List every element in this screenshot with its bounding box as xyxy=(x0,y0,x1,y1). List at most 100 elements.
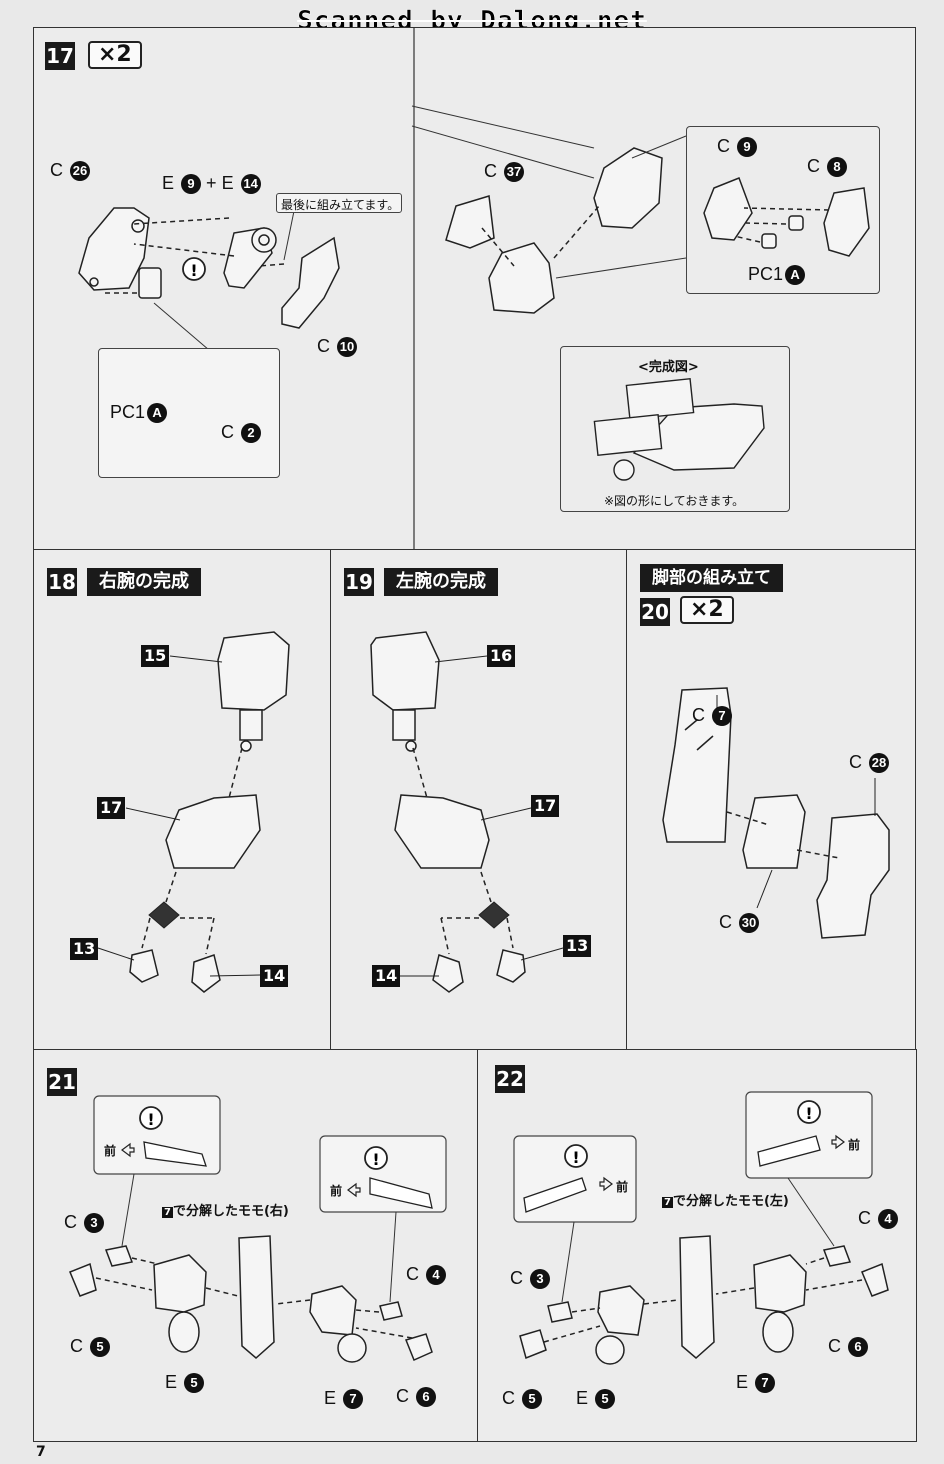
part-pc1-b xyxy=(761,215,804,249)
part-c5 xyxy=(69,1262,97,1297)
step-18-drawing xyxy=(97,631,290,993)
label-e5: E 5 xyxy=(576,1388,616,1410)
label-c5: C 5 xyxy=(502,1388,543,1410)
label-c4: C 4 xyxy=(858,1208,899,1230)
label-c7: C 7 xyxy=(692,705,733,727)
step-19-number: 19 xyxy=(344,568,374,596)
caution-icon: ! xyxy=(364,1146,388,1170)
part-e9-e14 xyxy=(223,227,277,289)
part-arm-assembly xyxy=(488,147,663,314)
label-13: 13 xyxy=(70,938,99,960)
svg-text:!: ! xyxy=(190,261,197,280)
part-c7 xyxy=(662,687,732,843)
label-e7: E 7 xyxy=(736,1372,776,1394)
step-20-multiplier: ×2 xyxy=(680,596,734,624)
step-17-panel: ! xyxy=(33,27,916,551)
complete-figure-title: <完成図> xyxy=(638,360,699,375)
part-17-forearm xyxy=(165,794,261,869)
hand-14 xyxy=(191,954,221,993)
part-c6 xyxy=(861,1262,889,1297)
label-c9: C 9 xyxy=(717,136,758,158)
part-c3 xyxy=(104,1245,134,1267)
arrow-right-icon xyxy=(831,1134,845,1150)
part-c26 xyxy=(78,207,150,291)
label-e7: E 7 xyxy=(324,1388,364,1410)
step-18-number: 18 xyxy=(47,568,77,596)
joint-diamond xyxy=(148,901,180,929)
part-c4 xyxy=(379,1301,403,1321)
label-e5: E 5 xyxy=(165,1372,205,1394)
part-15-upper-arm xyxy=(217,631,290,752)
label-c3: C 3 xyxy=(64,1212,105,1234)
front-label-2: 前 xyxy=(330,1184,343,1198)
step-18-panel: 18 右腕の完成 15 17 13 14 xyxy=(33,549,331,1050)
note-last-text: 最後に組み立てます。 xyxy=(281,198,400,212)
label-c6: C 6 xyxy=(828,1336,869,1358)
label-c30: C 30 xyxy=(719,912,760,934)
label-14: 14 xyxy=(372,965,401,987)
complete-figure-note: ※図の形にしておきます。 xyxy=(604,494,745,508)
step-20-drawing xyxy=(662,687,890,939)
label-c3: C 3 xyxy=(510,1268,551,1290)
step-20-number: 20 xyxy=(640,598,670,626)
step-17-number: 17 xyxy=(45,42,75,70)
step-21-panel: ! ! xyxy=(33,1049,478,1442)
arrow-left-icon xyxy=(347,1182,361,1198)
hand-14 xyxy=(432,954,464,993)
step-19-drawing xyxy=(370,631,564,993)
step-22-panel: ! ! xyxy=(477,1049,917,1442)
page-number: 7 xyxy=(36,1444,46,1460)
part-thigh-right xyxy=(238,1235,275,1359)
part-17-forearm xyxy=(394,794,490,869)
leg-section-title: 脚部の組み立て xyxy=(640,564,783,592)
label-13: 13 xyxy=(563,935,592,957)
front-label-1: 前 xyxy=(616,1180,629,1194)
label-17: 17 xyxy=(97,797,126,819)
step-19-title: 左腕の完成 xyxy=(384,568,498,596)
c9-c8-detail-box xyxy=(686,126,880,294)
part-16-upper-arm xyxy=(370,631,440,752)
part-c8 xyxy=(823,187,870,257)
part-c10 xyxy=(281,236,340,329)
label-17: 17 xyxy=(531,795,560,817)
complete-figure xyxy=(593,377,765,481)
label-c5: C 5 xyxy=(70,1336,111,1358)
front-label-2: 前 xyxy=(848,1138,861,1152)
note-last-callout: 最後に組み立てます。 xyxy=(276,193,402,213)
label-c37: C 37 xyxy=(484,161,525,183)
caution-icon: ! xyxy=(182,257,206,281)
svg-text:!: ! xyxy=(372,1150,379,1169)
arrow-right-icon xyxy=(599,1176,613,1192)
step-20-panel: 脚部の組み立て 20 ×2 C 7 C 28 C 30 xyxy=(626,549,916,1050)
part-c3 xyxy=(547,1301,573,1323)
hand-13 xyxy=(129,949,159,983)
part-c6 xyxy=(404,1333,433,1362)
part-c9 xyxy=(703,177,753,241)
part-e5-block xyxy=(597,1285,645,1336)
part-hip-block xyxy=(153,1254,207,1313)
caution-icon: ! xyxy=(564,1144,588,1168)
arrow-left-icon xyxy=(121,1142,135,1158)
part-c37 xyxy=(445,195,495,249)
part-thigh-left xyxy=(679,1235,715,1359)
caution-icon: ! xyxy=(797,1100,821,1124)
front-label-1: 前 xyxy=(104,1144,117,1158)
step-18-title: 右腕の完成 xyxy=(87,568,201,596)
label-c8: C 8 xyxy=(807,156,848,178)
step-19-panel: 19 左腕の完成 16 17 13 14 xyxy=(330,549,627,1050)
part-e7-block xyxy=(753,1254,807,1313)
label-15: 15 xyxy=(141,645,170,667)
pc1-detail-box xyxy=(98,348,280,478)
svg-text:!: ! xyxy=(147,1110,154,1129)
svg-text:!: ! xyxy=(805,1104,812,1123)
label-16: 16 xyxy=(487,645,516,667)
part-pc-small xyxy=(138,267,162,299)
step-21-drawing: ! ! xyxy=(69,1095,447,1363)
label-e9-e14: E 9 + E 14 xyxy=(162,173,261,195)
label-c10: C 10 xyxy=(317,336,358,358)
label-14: 14 xyxy=(260,965,289,987)
